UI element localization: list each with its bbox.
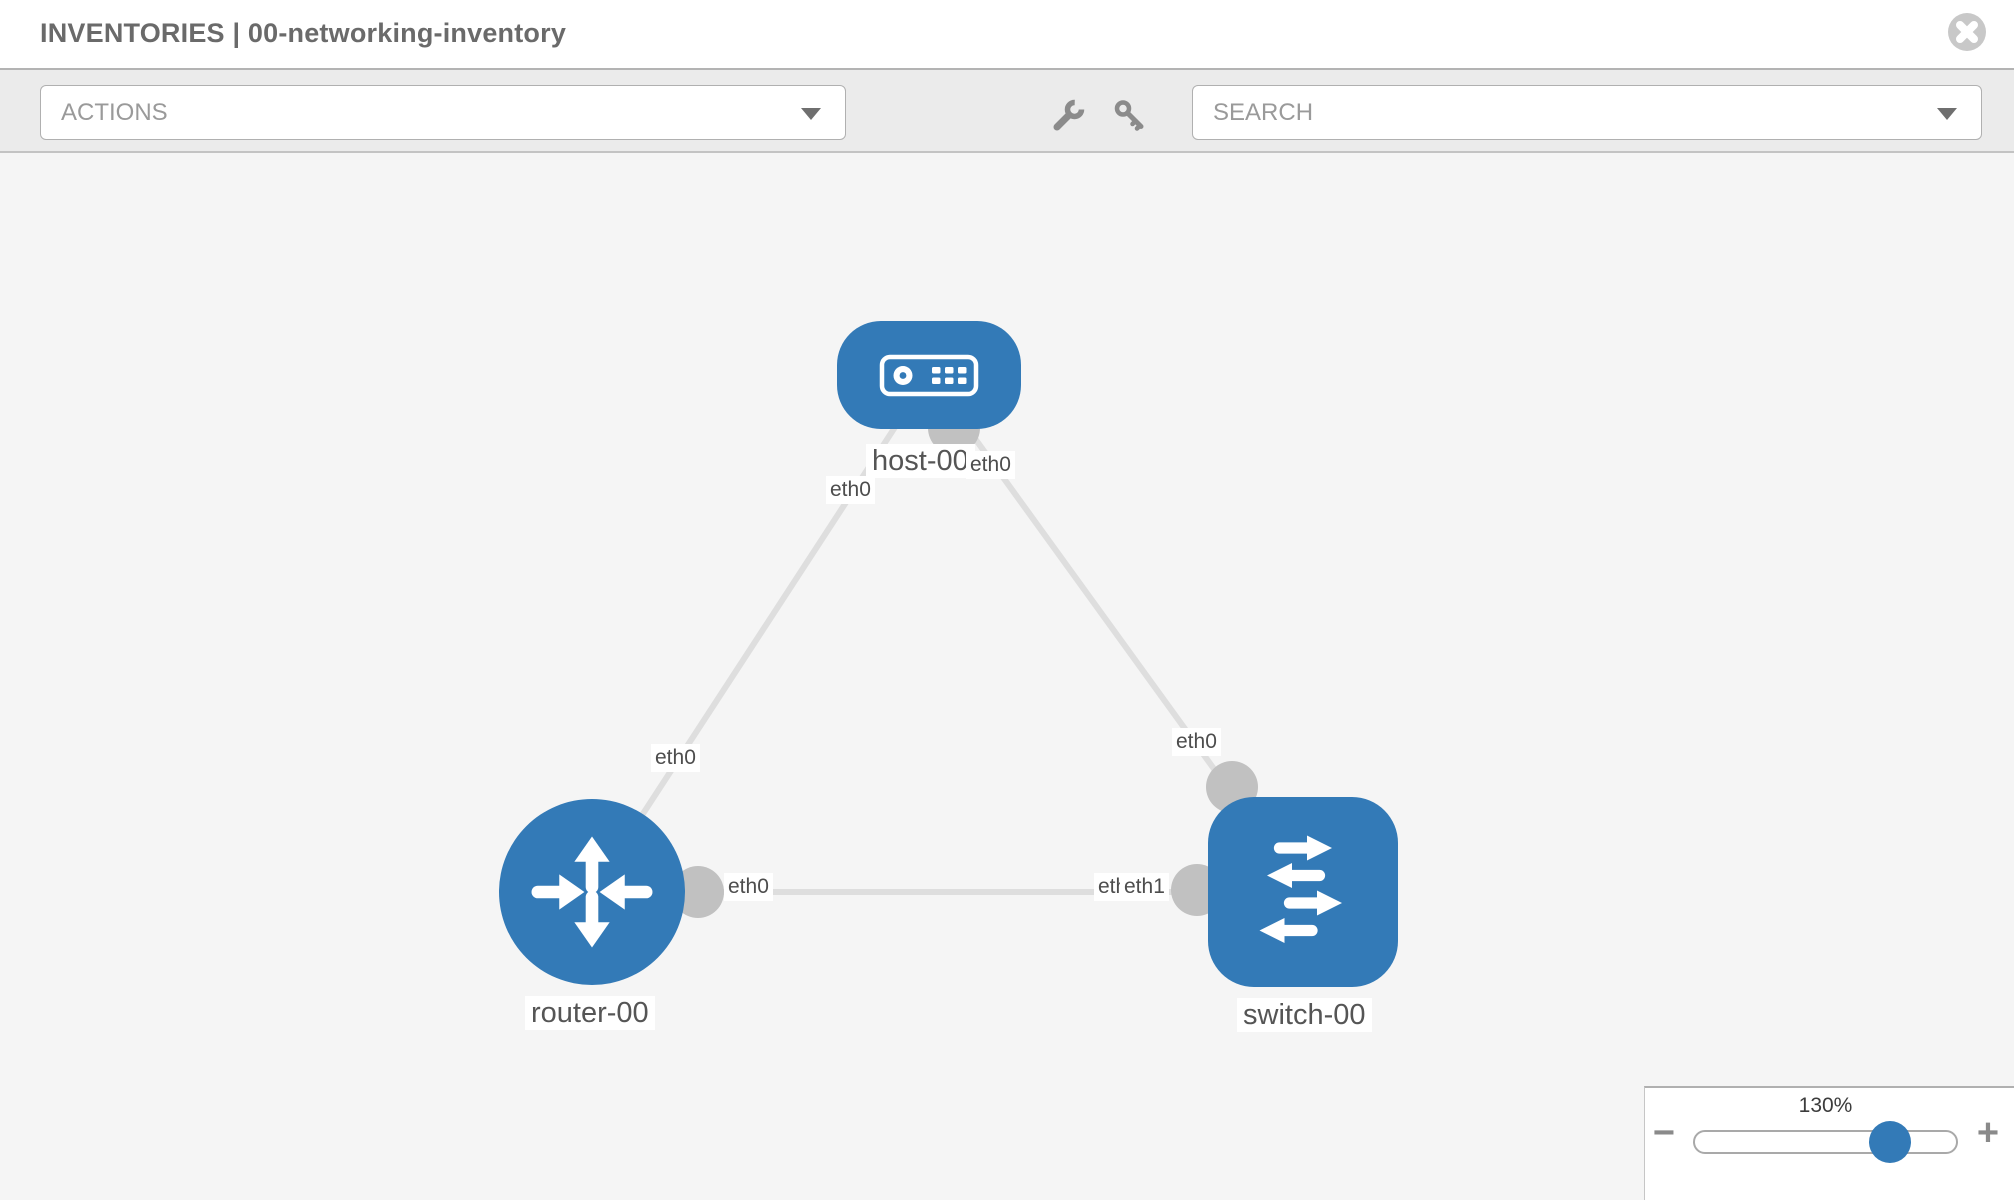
node-label-switch: switch-00 (1237, 998, 1372, 1032)
node-host-00[interactable] (837, 321, 1021, 429)
chevron-down-icon (1937, 107, 1957, 120)
interface-label: eth1 (1120, 873, 1169, 901)
zoom-in-button[interactable]: + (1971, 1114, 2005, 1152)
header-bar: INVENTORIES | 00-networking-inventory (0, 0, 2014, 70)
toolbar: ACTIONS SEARCH (0, 70, 2014, 153)
node-label-host: host-00 (866, 444, 975, 478)
topology-canvas[interactable]: eth0 host-00 eth0 eth0 eth0 eth0 eth0 et… (0, 153, 2014, 1200)
zoom-panel: 130% − + (1644, 1086, 2014, 1200)
wrench-icon (1053, 99, 1085, 131)
key-icon (1114, 100, 1144, 131)
interface-label: eth0 (651, 744, 700, 772)
zoom-slider[interactable] (1693, 1130, 1958, 1154)
close-icon (1948, 13, 1986, 51)
actions-dropdown[interactable]: ACTIONS (40, 85, 846, 140)
node-switch-00[interactable] (1208, 797, 1398, 987)
interface-label: eth0 (826, 476, 875, 504)
node-router-00[interactable] (499, 799, 685, 985)
zoom-out-button[interactable]: − (1647, 1114, 1681, 1152)
configure-wrench-button[interactable] (1049, 97, 1087, 135)
search-dropdown-label: SEARCH (1213, 98, 1314, 126)
search-dropdown[interactable]: SEARCH (1192, 85, 1982, 140)
credentials-key-button[interactable] (1111, 97, 1149, 135)
chevron-down-icon (801, 107, 821, 120)
interface-label: eth0 (966, 451, 1015, 479)
node-label-router: router-00 (525, 996, 655, 1030)
port-circle-router-eth0 (672, 866, 724, 918)
router-icon (531, 836, 653, 948)
host-icon (879, 354, 979, 397)
actions-dropdown-label: ACTIONS (61, 98, 168, 126)
zoom-slider-handle[interactable] (1869, 1121, 1911, 1163)
zoom-level: 130% (1798, 1094, 1853, 1117)
close-button[interactable] (1946, 11, 1988, 53)
interface-label: eth0 (724, 873, 773, 901)
interface-label: eth0 (1172, 728, 1221, 756)
page-title: INVENTORIES | 00-networking-inventory (40, 18, 567, 48)
switch-icon (1259, 835, 1342, 943)
